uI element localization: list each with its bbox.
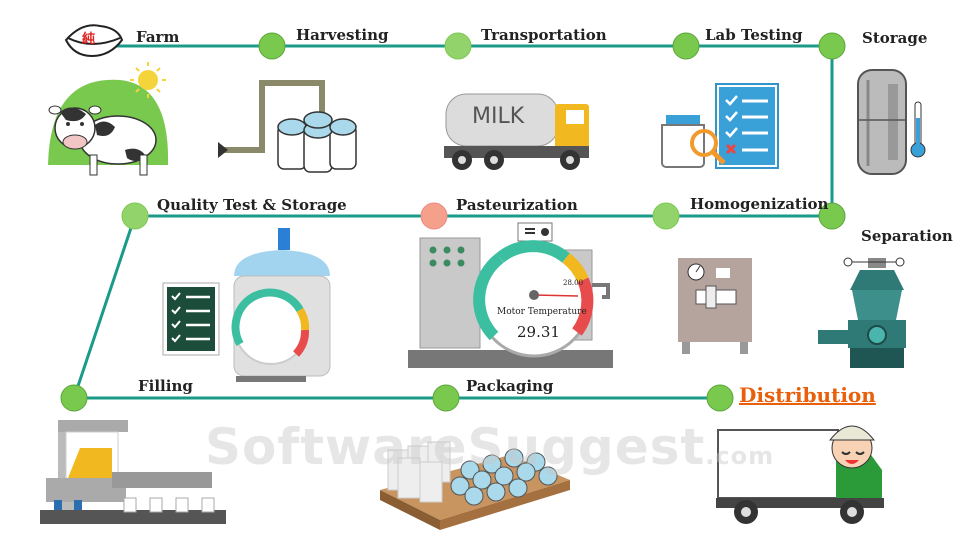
harvesting-illustration: [218, 80, 357, 173]
delivery-truck-illustration: [716, 425, 884, 524]
watermark-suffix: .com: [705, 442, 775, 470]
quality-test-illustration: [162, 228, 331, 382]
gauge-label: Motor Temperature: [497, 307, 587, 317]
flow-nodes: [60, 32, 846, 412]
watermark-main: SoftwareSuggest: [205, 418, 706, 476]
node-filling: [60, 384, 88, 412]
distribution-link[interactable]: Distribution: [739, 383, 876, 407]
flow-lines: [71, 44, 834, 400]
homogenizer-illustration: [678, 258, 752, 354]
node-storage: [818, 32, 846, 60]
step-label-quality-test-storage: Quality Test & Storage: [157, 196, 347, 214]
step-label-farm: Farm: [136, 28, 180, 46]
node-homogenization: [652, 202, 680, 230]
milk-truck-illustration: [444, 93, 589, 170]
step-label-transportation: Transportation: [481, 26, 607, 44]
flow-path: [71, 44, 834, 400]
step-label-storage: Storage: [862, 29, 928, 47]
node-packaging: [432, 384, 460, 412]
truck-milk-text: MILK: [472, 104, 525, 129]
step-label-filling: Filling: [138, 377, 193, 395]
farm-logo-text: 純: [82, 32, 96, 47]
step-label-separation: Separation: [861, 227, 953, 245]
farm-illustration: [48, 62, 169, 176]
gauge-value: 29.31: [517, 323, 560, 341]
node-distribution: [706, 384, 734, 412]
lab-testing-illustration: [661, 83, 779, 169]
node-transportation: [444, 32, 472, 60]
node-quality-test: [121, 202, 149, 230]
packaging-illustration: [380, 441, 570, 530]
node-separation: [818, 202, 846, 230]
step-label-packaging: Packaging: [466, 377, 554, 395]
gauge-max-label: 28.00: [563, 279, 584, 287]
watermark: SoftwareSuggest.com: [205, 418, 774, 476]
node-harvesting: [258, 32, 286, 60]
step-label-lab-testing: Lab Testing: [705, 26, 803, 44]
temperature-gauge: [473, 240, 594, 358]
step-label-homogenization: Homogenization: [690, 195, 829, 213]
node-pasteurization: [420, 202, 448, 230]
separator-illustration: [818, 257, 906, 368]
farm-logo: [64, 24, 124, 58]
node-lab-testing: [672, 32, 700, 60]
filling-machine-illustration: [40, 420, 226, 524]
step-label-pasteurization: Pasteurization: [456, 196, 578, 214]
step-label-harvesting: Harvesting: [296, 26, 389, 44]
storage-tank-illustration: [857, 69, 926, 175]
